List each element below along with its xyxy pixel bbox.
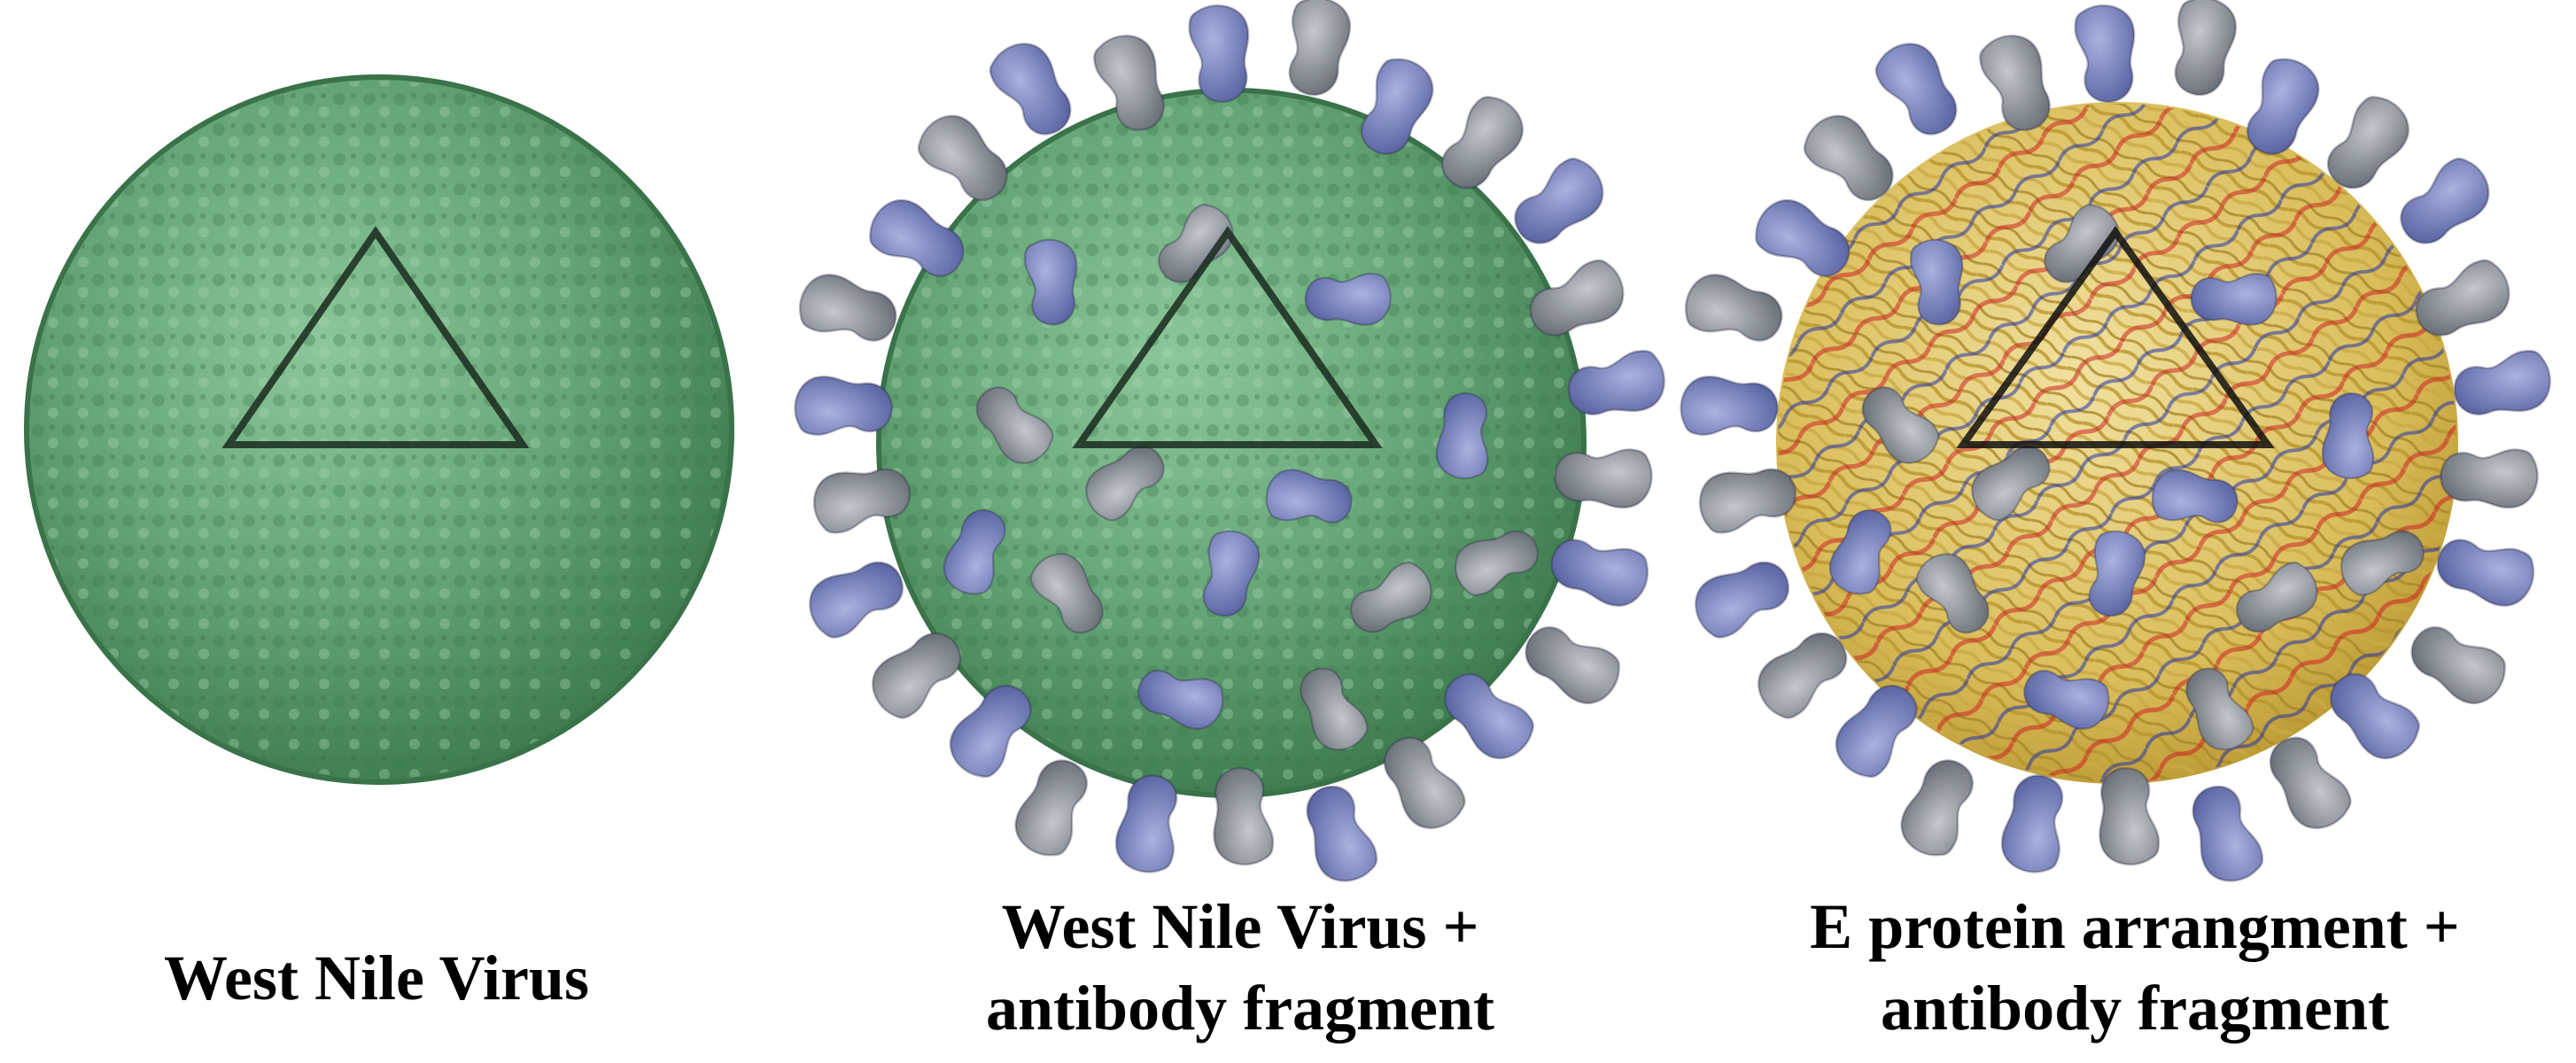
antibody-fragment-icon <box>1137 670 1224 730</box>
panel-3-eprotein-antibody <box>1680 0 2551 882</box>
antibody-fragment-icon <box>1909 238 1964 326</box>
antibody-fragment-icon <box>1350 561 1432 633</box>
antibody-fragment-icon <box>1304 272 1392 326</box>
antibody-fragment-icon <box>2044 203 2120 283</box>
antibody-fragment-icon <box>2340 530 2425 597</box>
antibody-fragment-icon <box>1529 259 1625 337</box>
antibody-fragment-icon <box>1023 238 1078 326</box>
antibody-fragment-icon <box>1435 392 1489 479</box>
caption-line: E protein arrangment + <box>1810 891 2460 962</box>
antibody-fragment-icon <box>1550 539 1649 607</box>
antibody-fragment-icon <box>1188 4 1250 103</box>
antibody-fragment-icon <box>1213 767 1275 866</box>
antibody-fragment-icon <box>1698 468 1797 534</box>
antibody-fragment-icon <box>1835 684 1918 779</box>
antibody-fragment-icon <box>1915 553 1990 634</box>
panel-1-virus <box>24 74 734 785</box>
caption-west-nile-virus: West Nile Virus <box>35 937 718 1019</box>
antibody-fragment-icon <box>2074 4 2136 103</box>
antibody-fragment-icon <box>1085 446 1165 522</box>
antibody-fragment-icon <box>943 508 1006 595</box>
antibody-fragment-icon <box>1525 626 1620 704</box>
antibody-fragment-icon <box>1979 35 2051 131</box>
antibody-fragment-icon <box>2190 272 2277 326</box>
antibody-fragment-icon <box>1444 672 1534 760</box>
antibody-fragment-icon <box>1383 736 1466 829</box>
caption-virus-antibody: West Nile Virus + antibody fragment <box>819 886 1661 1049</box>
antibody-fragment-icon <box>2023 670 2110 730</box>
antibody-fragment-icon <box>2330 672 2420 760</box>
antibody-fragment-icon <box>2326 96 2409 190</box>
antibody-fragment-icon <box>2440 448 2539 509</box>
antibody-fragment-icon <box>1695 561 1789 639</box>
antibody-fragment-icon <box>1093 35 1165 131</box>
antibody-fragment-icon <box>1828 508 1892 595</box>
antibody-fragment-icon <box>2185 667 2254 751</box>
antibody-fragment-icon <box>1360 58 1434 155</box>
antibody-fragment-icon <box>1306 785 1378 882</box>
antibody-fragment-icon <box>2410 626 2506 704</box>
antibody-fragment-icon <box>949 684 1032 779</box>
antibody-fragment-icon <box>1757 632 1848 719</box>
antibody-fragment-icon <box>1803 114 1894 201</box>
antibody-fragment-icon <box>1455 530 1539 597</box>
antibody-fragment-icon <box>2236 561 2318 633</box>
antibody-fragment-icon <box>2192 785 2264 882</box>
antibody-fragment-icon <box>2151 469 2238 524</box>
caption-eprotein-antibody: E protein arrangment + antibody fragment <box>1701 886 2569 1049</box>
antibody-fragment-icon <box>1158 203 1234 283</box>
antibody-fragment-icon <box>2099 767 2161 866</box>
antibody-fragment-icon <box>1861 386 1940 464</box>
antibody-fragment-icon <box>809 561 904 639</box>
antibody-fragment-icon <box>2088 530 2146 617</box>
antibody-fragment-icon <box>2321 392 2375 479</box>
antibody-fragment-icon <box>2246 58 2320 155</box>
caption-line: West Nile Virus + <box>1001 891 1479 962</box>
antibody-fragment-icon <box>2400 157 2490 244</box>
antibody-fragment-icon <box>1684 274 1783 342</box>
antibody-fragment-icon <box>1755 198 1851 277</box>
antibody-fragment-icon <box>798 274 897 342</box>
antibody-fragment-icon <box>1971 446 2051 522</box>
antibody-fragment-icon <box>975 386 1054 464</box>
antibody-fragment-icon <box>1202 530 1261 617</box>
antibody-fragment-icon <box>989 43 1072 136</box>
antibody-fragment-icon <box>1514 157 1604 244</box>
antibody-fragment-icon <box>2174 0 2238 97</box>
antibody-fragment-icon <box>917 114 1008 201</box>
antibody-fragment-icon <box>794 376 893 436</box>
antibody-fragment-icon <box>2269 736 2352 829</box>
caption-line: antibody fragment <box>1881 973 2389 1044</box>
caption-line: West Nile Virus <box>164 943 589 1013</box>
icosahedral-triangle-icon <box>221 225 530 448</box>
antibody-fragment-icon <box>1029 553 1104 634</box>
antibody-fragments <box>1680 0 2551 882</box>
virus-surface-texture <box>30 81 728 779</box>
antibody-fragments <box>794 0 1665 882</box>
antibody-fragment-icon <box>2436 539 2535 607</box>
antibody-fragment-icon <box>872 632 962 719</box>
antibody-fragment-icon <box>812 468 912 534</box>
antibody-fragment-icon <box>2000 774 2064 873</box>
antibody-fragment-icon <box>2453 349 2551 415</box>
antibody-fragment-icon <box>1680 376 1779 436</box>
antibody-fragment-icon <box>1300 667 1369 751</box>
caption-line: antibody fragment <box>986 973 1494 1044</box>
antibody-fragment-icon <box>1114 774 1178 873</box>
antibody-fragment-icon <box>1440 96 1524 190</box>
antibody-fragment-icon <box>869 198 965 277</box>
antibody-fragment-icon <box>1874 43 1958 136</box>
antibody-fragment-icon <box>1900 759 1975 857</box>
antibody-fragment-icon <box>1554 448 1653 509</box>
antibody-fragment-icon <box>2415 259 2510 337</box>
panel-2-virus-antibody <box>794 0 1665 882</box>
icosahedral-triangle-icon <box>1072 226 1383 448</box>
antibody-fragment-icon <box>1288 0 1352 97</box>
antibody-fragment-icon <box>1567 349 1665 415</box>
icosahedral-triangle-icon <box>1956 226 2275 448</box>
antibody-fragment-icon <box>1265 469 1353 524</box>
antibody-fragment-icon <box>1014 759 1089 857</box>
